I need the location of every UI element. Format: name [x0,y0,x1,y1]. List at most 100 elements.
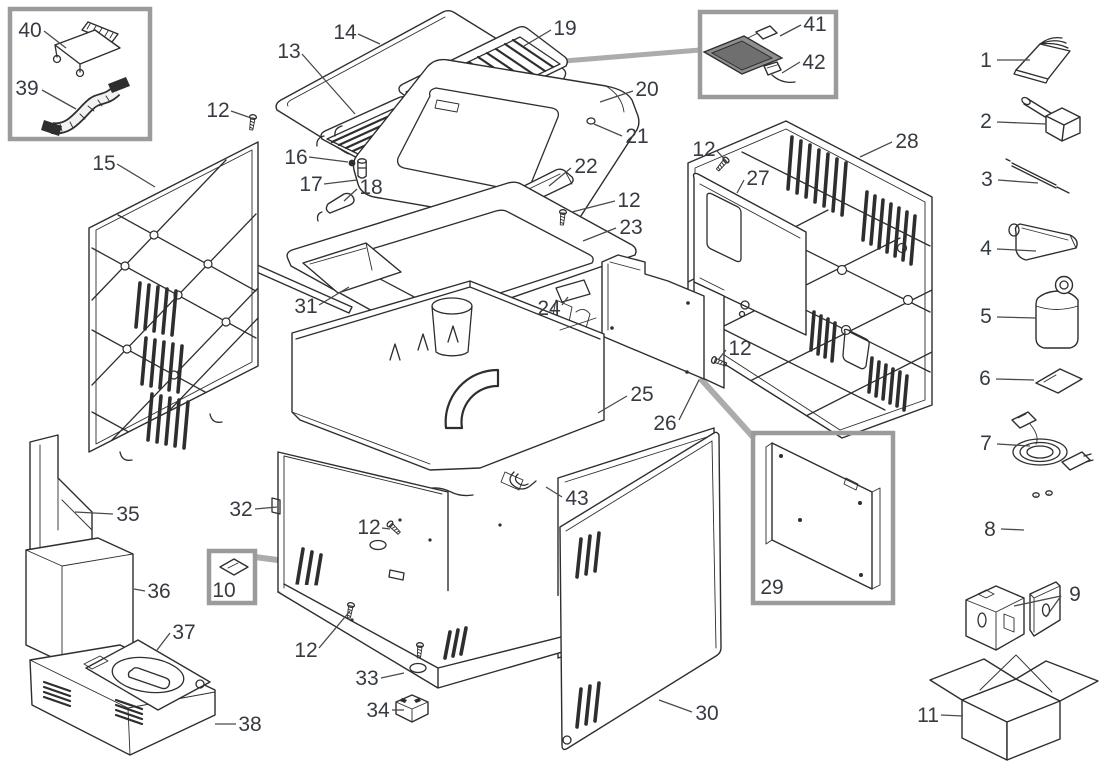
callout-leader-26-35 [74,511,114,515]
callout-leader-44-7 [996,443,1031,447]
callout-23-29: 29 [760,576,783,599]
inset-service-plate [750,430,896,606]
callout-33-12: 12 [294,639,317,662]
callout-leader-15-24 [561,296,569,306]
callout-4-16: 16 [284,146,307,169]
callout-13-12: 12 [617,189,640,212]
callout-5-17: 17 [299,173,322,196]
part-1-manual [1013,36,1071,84]
inset-ribbon-cable-kit [7,6,153,142]
part-3-cleaning-brush [1005,158,1070,194]
part-2-scoop [1021,96,1081,142]
callout-20-12: 12 [692,138,715,161]
callout-leader-18-26 [678,379,700,421]
callout-37-42: 42 [802,51,825,74]
callout-leader-25-43 [545,486,563,498]
callout-40-3: 3 [981,168,993,191]
callout-leader-40-3 [997,179,1039,184]
inset-label-kit [206,548,258,606]
callout-16-31: 31 [294,295,317,318]
callout-24-30: 30 [695,702,718,725]
part-4-grease-tube [1008,223,1078,261]
callout-22-12: 12 [728,337,751,360]
callout-leader-41-4 [996,248,1037,252]
callout-leader-47-11 [940,714,964,717]
callout-9-19: 19 [553,17,576,40]
callout-leader-36-41 [779,24,802,37]
callout-leader-46-9 [1045,595,1062,618]
callout-leader-20-12 [716,150,728,163]
callout-leader-16-31 [318,286,350,306]
part-26-electronics-panel [601,254,705,380]
callout-15-24: 24 [537,297,561,320]
callout-26-35: 35 [116,503,139,526]
callout-leader-6-18 [343,188,358,202]
callout-10-20: 20 [635,78,658,101]
part-7-power-cord [1011,411,1094,471]
callout-41-4: 4 [980,237,992,260]
callout-44-7: 7 [980,432,992,455]
callout-0-40: 40 [18,19,41,42]
part-41-display-panel [702,25,784,75]
callout-6-18: 18 [359,176,382,199]
part-34-foot [395,694,429,723]
part-16-cap [348,159,356,167]
leader-display-kit [551,47,701,65]
callout-8-14: 14 [333,21,357,44]
callout-leader-37-42 [781,61,801,74]
callout-46-9: 9 [1069,583,1081,606]
callout-leader-46-9 [1013,595,1062,607]
callout-7-13: 13 [277,40,300,63]
part-43-clip [509,471,537,490]
callout-30-32: 32 [229,498,252,521]
callout-1-39: 39 [15,77,38,100]
callout-leader-0-40 [43,30,67,49]
part-25-main-chassis [291,280,605,497]
callout-leader-24-30 [658,699,693,713]
callout-21-28: 28 [895,130,918,153]
part-6-sachet [1035,368,1083,394]
callout-leader-28-37 [156,632,171,651]
callout-leader-12-22 [548,167,572,187]
part-36-waste-bin [25,537,134,663]
callout-leader-4-16 [308,156,349,163]
callout-47-11: 11 [917,704,939,727]
callout-14-23: 23 [619,216,642,239]
callout-leader-13-12 [571,200,616,213]
callout-leader-9-19 [523,29,552,47]
part-5-descaler-bottle [1035,275,1079,349]
callout-leader-22-12 [717,349,727,361]
callout-leader-5-17 [323,179,358,185]
part-15-left-panel [88,141,259,461]
callout-45-8: 8 [984,518,996,541]
part-9-foam-inserts [965,581,1061,651]
part-31-tray [302,242,402,294]
callout-leader-39-2 [996,121,1047,125]
callout-43-6: 6 [979,367,991,390]
callout-leader-17-25 [597,395,628,414]
callout-31-10: 10 [212,579,235,602]
part-40-cable-clamp [52,21,121,78]
callout-17-25: 25 [630,383,653,406]
callout-34-33: 33 [355,667,378,690]
callout-leader-7-13 [301,53,356,115]
callout-11-21: 21 [625,125,648,148]
part-37-tray-lid [83,639,211,711]
inset-display-kit [697,9,839,100]
callout-19-27: 27 [746,167,769,190]
callout-leader-2-12 [230,110,255,120]
callout-25-43: 43 [565,487,588,510]
callout-leader-3-15 [116,163,156,188]
part-29-service-plate [765,442,881,590]
callout-2-12: 12 [206,99,229,122]
part-24-label [555,279,591,303]
callout-leader-45-8 [1000,528,1025,531]
leader-service-plate [697,375,757,441]
callout-35-34: 34 [366,699,390,722]
callout-leader-1-39 [41,89,77,110]
part-28-right-panel [687,120,933,439]
part-8-hose [1016,490,1059,565]
callout-leader-8-14 [357,33,381,45]
